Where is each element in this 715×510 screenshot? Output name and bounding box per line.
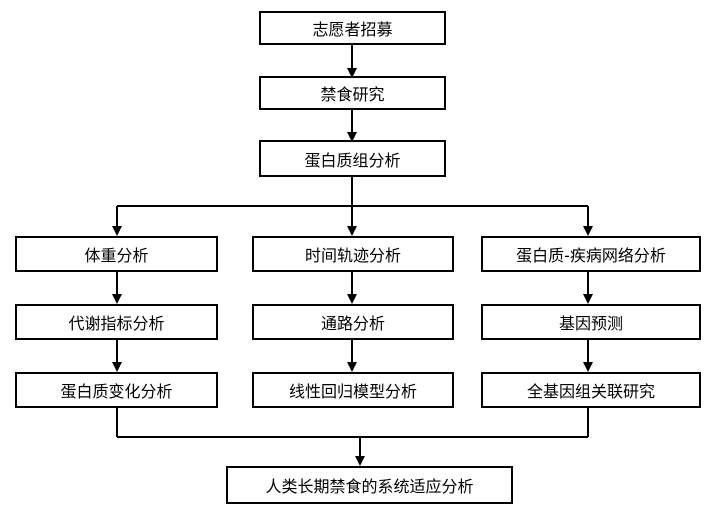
step-volunteer-recruitment: 志愿者招募 xyxy=(259,11,446,45)
step-time-trajectory-analysis: 时间轨迹分析 xyxy=(252,236,454,272)
step-proteome-analysis: 蛋白质组分析 xyxy=(259,140,446,177)
step-protein-change-analysis: 蛋白质变化分析 xyxy=(15,372,218,408)
step-metabolic-indicator-analysis: 代谢指标分析 xyxy=(15,304,218,340)
step-fasting-study: 禁食研究 xyxy=(259,76,446,110)
step-protein-disease-network-analysis: 蛋白质-疾病网络分析 xyxy=(481,236,701,272)
step-weight-analysis: 体重分析 xyxy=(15,236,218,272)
step-pathway-analysis: 通路分析 xyxy=(252,304,454,340)
step-gene-prediction: 基因预测 xyxy=(481,304,701,340)
step-gwas: 全基因组关联研究 xyxy=(481,372,701,408)
step-linear-regression-analysis: 线性回归模型分析 xyxy=(252,372,454,408)
step-systemic-adaptation-analysis: 人类长期禁食的系统适应分析 xyxy=(226,466,513,504)
